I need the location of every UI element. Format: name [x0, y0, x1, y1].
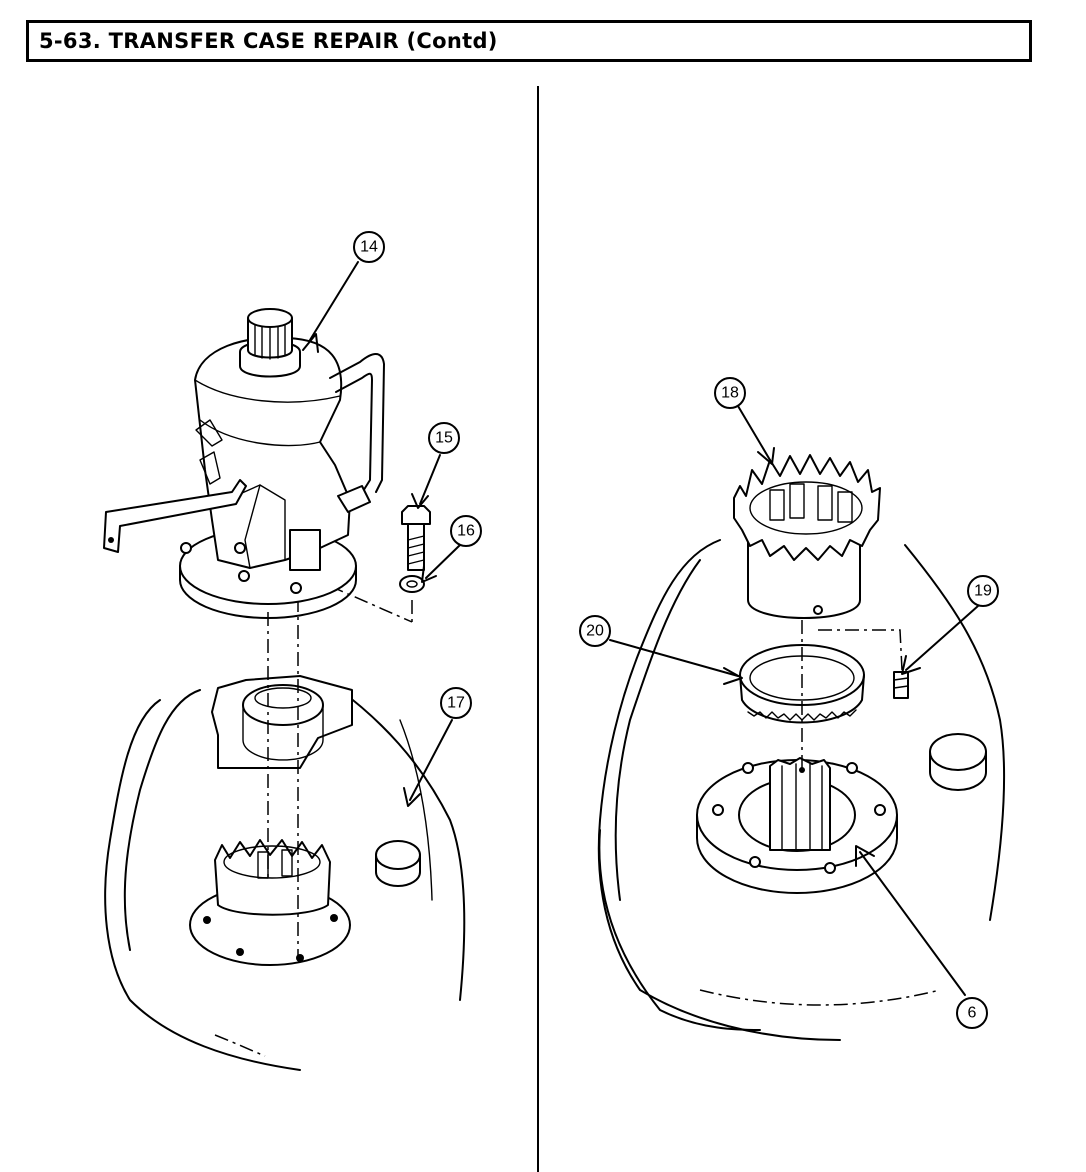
callout-16-label: 16 [457, 523, 475, 540]
seat-bolt-hole [236, 948, 244, 956]
bolt-head [402, 506, 430, 524]
housing-rib [125, 690, 200, 950]
callout-19-label: 19 [974, 583, 992, 600]
callout-20-leader [610, 640, 738, 676]
callout-18-label: 18 [721, 385, 739, 402]
bracket-hole [108, 537, 114, 543]
callout-6-label: 6 [968, 1005, 977, 1022]
callout-18-arrow [758, 448, 774, 464]
housing-plug [376, 841, 420, 869]
gear-hub-hole [814, 606, 822, 614]
callout-14: 14 [354, 232, 384, 262]
callout-16: 16 [451, 516, 481, 546]
callout-6-leader [860, 852, 965, 995]
section-header: 5-63. TRANSFER CASE REPAIR (Contd) [26, 20, 1032, 62]
callout-17-label: 17 [447, 695, 465, 712]
bolt-path-line [330, 586, 412, 622]
housing-hidden-line [700, 990, 940, 1005]
seat-bolt-hole [296, 954, 304, 962]
housing-plug [930, 734, 986, 770]
housing-lower-rib [599, 830, 760, 1030]
callout-6: 6 [957, 998, 987, 1028]
plate-stud [235, 543, 245, 553]
callout-16-leader [426, 545, 460, 578]
seat-bolt-hole [713, 805, 723, 815]
base-bolt-hole [291, 583, 301, 593]
right-illustration-svg: 18 19 20 6 [539, 80, 1086, 1172]
seat-bolt-hole [743, 763, 753, 773]
right-illustration: 18 19 20 6 [539, 80, 1086, 1172]
seat-bolt-hole [330, 914, 338, 922]
seat-bolt-hole [750, 857, 760, 867]
output-shaft-end [248, 309, 292, 327]
section-title: 5-63. TRANSFER CASE REPAIR (Contd) [29, 29, 498, 53]
callout-18: 18 [715, 378, 745, 408]
callout-17: 17 [441, 688, 471, 718]
seat-bolt-hole [825, 863, 835, 873]
callout-18-leader [738, 406, 770, 460]
seat-bolt-hole [875, 805, 885, 815]
plate-stud [181, 543, 191, 553]
callout-20-arrow [724, 668, 742, 684]
setscrew [894, 672, 908, 698]
callout-20: 20 [580, 616, 610, 646]
lockwasher [400, 576, 424, 592]
left-illustration-svg: 14 15 16 17 [0, 80, 537, 1172]
callout-15: 15 [429, 423, 459, 453]
housing-inner-edge [400, 720, 432, 900]
left-illustration: 14 15 16 17 [0, 80, 537, 1172]
callout-19-leader [906, 606, 978, 670]
callout-20-label: 20 [586, 623, 604, 640]
callout-14-leader [310, 262, 358, 340]
callout-19: 19 [968, 576, 998, 606]
callout-15-leader [420, 455, 440, 504]
plate-stud [239, 571, 249, 581]
callout-15-label: 15 [435, 430, 453, 447]
callout-14-label: 14 [360, 239, 378, 256]
seat-bolt-hole [847, 763, 857, 773]
actuator-boss [290, 530, 320, 570]
adapter-bore [243, 685, 323, 725]
seat-bolt-hole [203, 916, 211, 924]
